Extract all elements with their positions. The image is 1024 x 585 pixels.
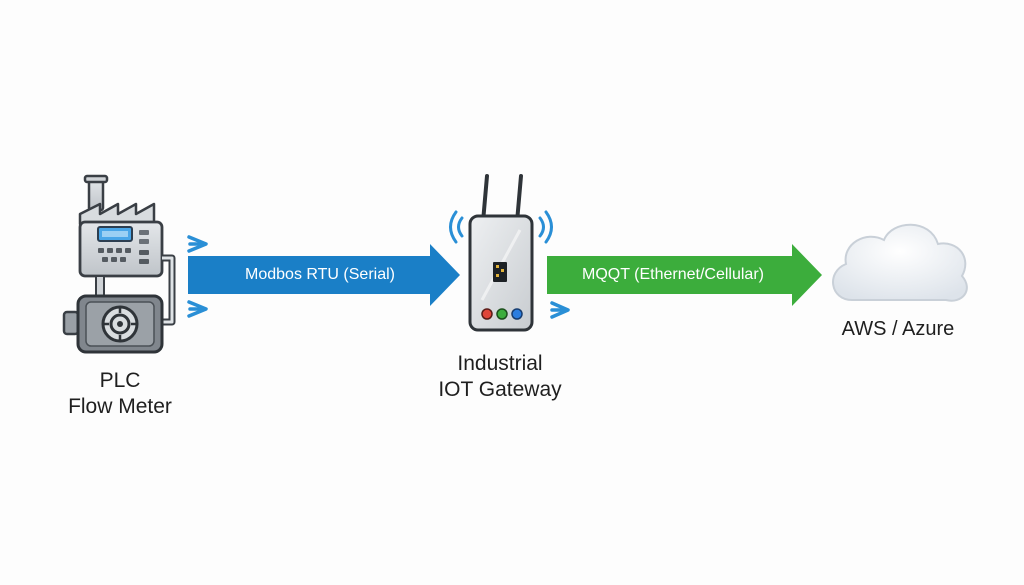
iot-gateway-icon (449, 174, 553, 332)
gateway-label-line2: IOT Gateway (438, 378, 562, 401)
plc-flow-meter-label: PLC Flow Meter (40, 368, 200, 420)
network-link-label: MQQT (Ethernet/Cellular) (582, 266, 764, 283)
plc-label-line2: Flow Meter (68, 395, 172, 418)
plc-flow-meter-icon (62, 174, 176, 354)
serial-link-arrow (188, 244, 460, 306)
plc-label-line1: PLC (99, 369, 141, 392)
gateway-label-line1: Industrial (457, 352, 543, 375)
serial-link-label: Modbos RTU (Serial) (245, 266, 395, 283)
cloud-icon (832, 223, 968, 302)
gateway-label: Industrial IOT Gateway (390, 351, 610, 403)
network-link-arrow (547, 244, 822, 306)
cloud-label: AWS / Azure (841, 318, 955, 340)
